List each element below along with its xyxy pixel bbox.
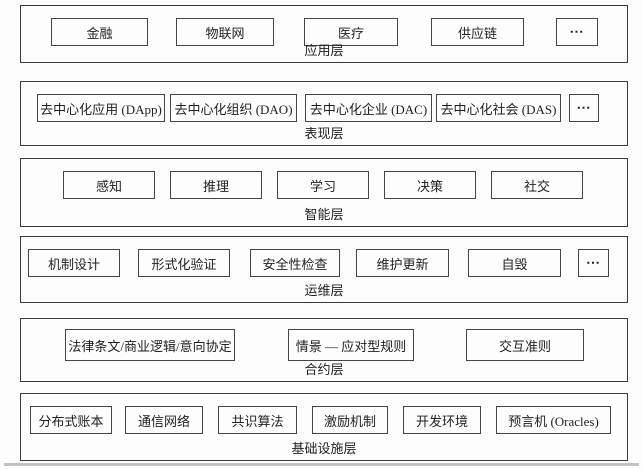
item-box: 金融 xyxy=(51,18,148,46)
item-box: 分布式账本 xyxy=(30,406,112,434)
layer-infrastructure: 分布式账本 通信网络 共识算法 激励机制 开发环境 预言机 (Oracles) … xyxy=(20,393,628,461)
layer-intelligence: 感知 推理 学习 决策 社交 智能层 xyxy=(20,158,628,227)
item-box: 共识算法 xyxy=(218,406,297,434)
layer-application: 金融 物联网 医疗 供应链 ⋯ 应用层 xyxy=(20,5,628,63)
item-box: 维护更新 xyxy=(356,249,449,277)
item-box: 开发环境 xyxy=(403,406,481,434)
item-box: 安全性检查 xyxy=(250,249,340,277)
item-box: 机制设计 xyxy=(28,249,120,277)
item-box: 交互准则 xyxy=(466,329,584,361)
item-box: 去中心化组织 (DAO) xyxy=(170,94,297,122)
layer-label: 应用层 xyxy=(304,43,344,58)
item-box: 激励机制 xyxy=(312,406,388,434)
layer-label: 基础设施层 xyxy=(291,441,357,456)
item-box: 社交 xyxy=(491,171,583,199)
more-items-box: ⋯ xyxy=(569,94,599,122)
item-box: 感知 xyxy=(63,171,155,199)
item-box: 法律条文/商业逻辑/意向协定 xyxy=(65,329,235,361)
item-box: 去中心化企业 (DAC) xyxy=(305,94,432,122)
item-box: 预言机 (Oracles) xyxy=(496,406,611,434)
item-box: 通信网络 xyxy=(125,406,203,434)
more-items-box: ⋯ xyxy=(556,18,598,46)
layer-label: 智能层 xyxy=(304,207,344,222)
layer-presentation: 去中心化应用 (DApp) 去中心化组织 (DAO) 去中心化企业 (DAC) … xyxy=(20,81,628,146)
item-box: 去中心化社会 (DAS) xyxy=(436,94,561,122)
item-box: 学习 xyxy=(277,171,369,199)
item-box: 情景 — 应对型规则 xyxy=(288,329,414,361)
item-box: 形式化验证 xyxy=(138,249,230,277)
layer-label: 表现层 xyxy=(304,126,344,141)
item-box: 供应链 xyxy=(431,18,524,46)
layer-operations: 机制设计 形式化验证 安全性检查 维护更新 自毁 ⋯ 运维层 xyxy=(20,236,628,303)
more-items-box: ⋯ xyxy=(578,249,609,277)
layer-contract: 法律条文/商业逻辑/意向协定 情景 — 应对型规则 交互准则 合约层 xyxy=(20,318,628,382)
layer-label: 合约层 xyxy=(304,362,344,377)
item-box: 去中心化应用 (DApp) xyxy=(37,94,165,122)
item-box: 推理 xyxy=(170,171,262,199)
bottom-divider xyxy=(4,463,639,466)
item-box: 自毁 xyxy=(468,249,561,277)
item-box: 决策 xyxy=(384,171,476,199)
item-box: 医疗 xyxy=(304,18,398,46)
layer-label: 运维层 xyxy=(304,283,344,298)
item-box: 物联网 xyxy=(176,18,274,46)
